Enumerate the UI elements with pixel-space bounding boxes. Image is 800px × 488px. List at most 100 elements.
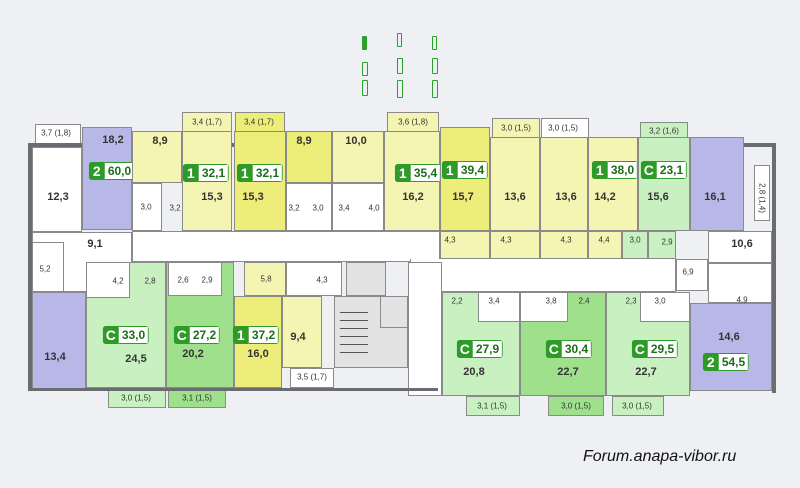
balcony-area: 3,7 (1,8) <box>41 128 71 138</box>
room-area: 6,9 <box>682 267 694 277</box>
apartment-type: С <box>545 340 562 358</box>
stair-step <box>340 344 368 345</box>
room-area: 4,3 <box>560 235 572 245</box>
corridor <box>132 231 440 262</box>
room-area: 16,1 <box>704 191 726 203</box>
room <box>332 131 384 183</box>
apartment-type: 1 <box>232 326 249 344</box>
apartment-type: 1 <box>441 161 458 179</box>
window-icon <box>432 36 437 50</box>
balcony <box>466 396 520 416</box>
apartment-type: 1 <box>394 164 411 182</box>
apartment-type: 1 <box>182 164 199 182</box>
balcony-area: 3,4 (1,7) <box>244 117 274 127</box>
apartment-badge: С 30,4 <box>545 340 593 358</box>
corridor <box>676 259 708 291</box>
room-area: 20,8 <box>463 366 485 378</box>
stair-step <box>340 352 368 353</box>
room-area: 24,5 <box>125 353 147 365</box>
room-area: 10,0 <box>345 135 367 147</box>
apartment-type: С <box>640 161 657 179</box>
room <box>478 292 520 322</box>
apartment-badge: 2 54,5 <box>702 353 750 371</box>
stair-step <box>340 328 368 329</box>
room <box>540 137 588 231</box>
room-area: 22,7 <box>557 366 579 378</box>
room-area: 4,9 <box>736 295 748 305</box>
room-area: 8,9 <box>152 135 168 147</box>
room <box>244 262 286 296</box>
apartment-badge: 1 32,1 <box>182 164 230 182</box>
apartment-area: 54,5 <box>718 353 750 371</box>
room <box>490 137 540 231</box>
room <box>490 231 540 259</box>
room-area: 22,7 <box>635 366 657 378</box>
wall <box>28 388 438 391</box>
stair-step <box>340 312 368 313</box>
room <box>708 231 772 263</box>
elevator <box>346 262 386 296</box>
balcony-area: 3,2 (1,6) <box>649 126 679 136</box>
balcony-area: 3,0 (1,5) <box>622 401 652 411</box>
room-area: 9,4 <box>290 331 306 343</box>
balcony-area: 3,5 (1,7) <box>297 372 327 382</box>
apartment-badge: 1 32,1 <box>236 164 284 182</box>
window-icon <box>362 36 367 50</box>
window-icon <box>432 58 438 74</box>
room-area: 9,1 <box>87 238 103 250</box>
balcony-area: 3,4 (1,7) <box>192 117 222 127</box>
room-area: 14,2 <box>594 191 616 203</box>
room <box>286 183 332 231</box>
room-area: 13,6 <box>504 191 526 203</box>
room-area: 4,4 <box>598 235 610 245</box>
room <box>282 296 322 368</box>
apartment-badge: С 23,1 <box>640 161 688 179</box>
room-area: 4,3 <box>444 235 456 245</box>
balcony-area: 3,6 (1,8) <box>398 117 428 127</box>
corridor <box>408 262 442 396</box>
apartment-area: 32,1 <box>252 164 284 182</box>
room <box>638 137 690 231</box>
room-area: 3,2 <box>169 203 181 213</box>
apartment-badge: С 33,0 <box>102 326 150 344</box>
room <box>132 131 182 183</box>
apartment-area: 29,5 <box>647 340 679 358</box>
room-area: 13,4 <box>44 351 66 363</box>
room-area: 2,3 <box>625 296 637 306</box>
room-area: 2,2 <box>451 296 463 306</box>
room <box>640 292 690 322</box>
room-area: 16,0 <box>247 348 269 360</box>
room <box>648 231 676 259</box>
room-area: 3,0 <box>654 296 666 306</box>
room <box>440 127 490 231</box>
room-area: 15,3 <box>201 191 223 203</box>
room <box>690 137 744 231</box>
room-area: 2,9 <box>661 237 673 247</box>
watermark: Forum.anapa-vibor.ru <box>583 448 737 465</box>
balcony-area: 3,0 (1,5) <box>561 401 591 411</box>
apartment-badge: С 27,2 <box>173 326 221 344</box>
apartment-badge: 2 60,0 <box>88 162 136 180</box>
apartment-type: 2 <box>88 162 105 180</box>
window-icon <box>397 80 403 98</box>
balcony-area: 3,1 (1,5) <box>477 401 507 411</box>
balcony <box>754 165 770 221</box>
apartment-type: С <box>173 326 190 344</box>
window-icon <box>432 80 438 98</box>
apartment-area: 60,0 <box>104 162 136 180</box>
room-area: 10,6 <box>731 238 753 250</box>
elevator <box>380 296 408 328</box>
apartment-badge: 1 35,4 <box>394 164 442 182</box>
room-area: 13,6 <box>555 191 577 203</box>
room-area: 5,2 <box>39 264 51 274</box>
room-area: 4,3 <box>500 235 512 245</box>
apartment-area: 39,4 <box>457 161 489 179</box>
apartment-type: 1 <box>236 164 253 182</box>
balcony-area: 3,0 (1,5) <box>548 123 578 133</box>
apartment-type: 1 <box>591 161 608 179</box>
wall <box>28 143 32 391</box>
room-area: 14,6 <box>718 331 740 343</box>
room <box>32 292 86 390</box>
room-area: 4,3 <box>316 275 328 285</box>
